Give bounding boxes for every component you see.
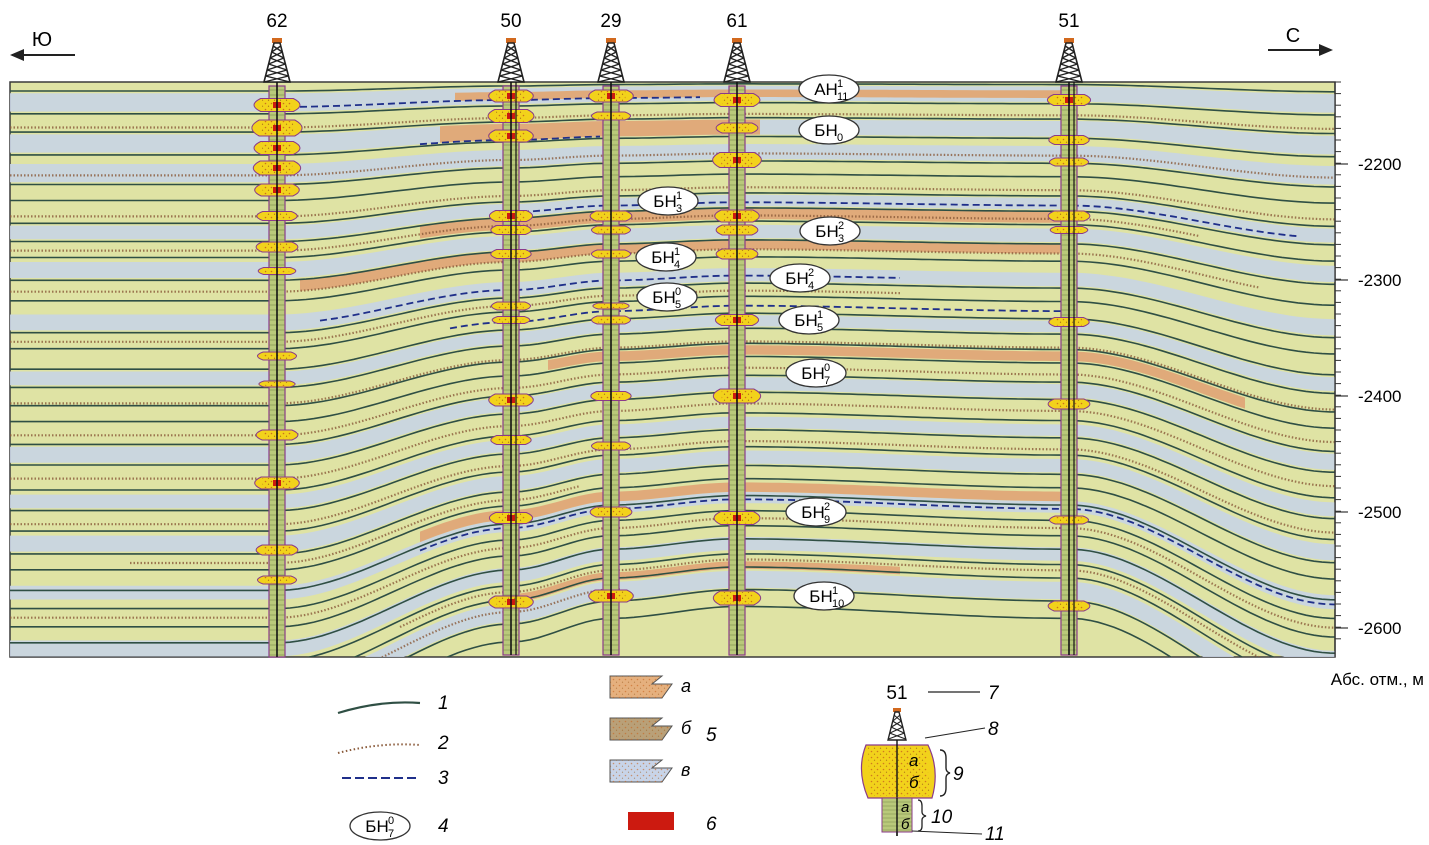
legend-number: 6 bbox=[706, 814, 717, 835]
depth-tick-label: -2300 bbox=[1358, 271, 1401, 290]
legend-subletter: а bbox=[901, 799, 909, 816]
legend-brace bbox=[940, 750, 950, 796]
stratum-superscript: 1 bbox=[674, 246, 680, 258]
well-number: 51 bbox=[1058, 11, 1079, 32]
legend-number: 1 bbox=[438, 693, 449, 714]
stratum-subscript: 5 bbox=[817, 322, 823, 334]
legend-number: 11 bbox=[985, 824, 1005, 845]
stratum-subscript: 4 bbox=[808, 280, 814, 292]
legend-number: 9 bbox=[953, 764, 964, 785]
stratum-superscript: 2 bbox=[824, 501, 830, 513]
legend-subletter: а bbox=[681, 676, 691, 696]
stratum-subscript: 10 bbox=[832, 598, 844, 610]
derrick-icon bbox=[598, 38, 624, 82]
stratum-subscript: 3 bbox=[676, 203, 682, 215]
derrick-icon bbox=[724, 38, 750, 82]
legend-subletter: б bbox=[681, 718, 692, 738]
derrick-icon bbox=[498, 38, 524, 82]
depth-axis-label: Абс. отм., м bbox=[1331, 670, 1424, 689]
stratum-name: БН bbox=[809, 587, 832, 606]
legend-number: 10 bbox=[931, 807, 953, 828]
stratum-name: БН bbox=[653, 192, 676, 211]
stratum-superscript: 1 bbox=[676, 190, 682, 202]
stratum-superscript: 1 bbox=[817, 309, 823, 321]
legend-well-number: 51 bbox=[886, 683, 907, 704]
legend-dotted-line bbox=[338, 744, 420, 753]
stratum-superscript: 0 bbox=[824, 362, 830, 374]
well-number: 61 bbox=[726, 11, 747, 32]
legend-derrick-icon bbox=[888, 708, 906, 740]
direction-north-label: С bbox=[1286, 25, 1300, 47]
legend-brace bbox=[918, 800, 926, 831]
well-number: 50 bbox=[500, 11, 521, 32]
legend-number: 4 bbox=[438, 816, 449, 837]
stratum-superscript: 1 bbox=[837, 78, 843, 90]
stratum-name: БН bbox=[651, 248, 674, 267]
legend-subletter: б bbox=[901, 816, 910, 833]
stratum-name: БН bbox=[794, 311, 817, 330]
stratum-name: БН bbox=[814, 121, 837, 140]
depth-axis: -2200 -2300 -2400 -2500 -2600 bbox=[1335, 82, 1401, 657]
stratum-name: БН bbox=[815, 222, 838, 241]
legend-number: 2 bbox=[437, 733, 449, 754]
depth-tick-label: -2200 bbox=[1358, 155, 1401, 174]
stratum-name: АН bbox=[814, 80, 838, 99]
direction-south: Ю bbox=[10, 29, 75, 61]
stratum-subscript: 9 bbox=[824, 514, 830, 526]
stratum-superscript: 0 bbox=[675, 286, 681, 298]
stratum-label: АН111 bbox=[799, 75, 859, 103]
well-number: 29 bbox=[600, 11, 621, 32]
depth-tick-label: -2400 bbox=[1358, 387, 1401, 406]
legend-subletter: а bbox=[909, 751, 918, 770]
direction-south-label: Ю bbox=[32, 29, 52, 51]
stratum-name: БН bbox=[652, 288, 675, 307]
direction-north: С bbox=[1268, 25, 1333, 56]
stratum-superscript: 2 bbox=[838, 220, 844, 232]
stratum-name: БН bbox=[801, 364, 824, 383]
legend-number: 7 bbox=[988, 683, 1000, 704]
derrick-icon bbox=[1056, 38, 1082, 82]
stratum-subscript: 11 bbox=[837, 91, 848, 103]
stratum-subscript: 5 bbox=[675, 299, 681, 311]
derrick-icon bbox=[264, 38, 290, 82]
well-number: 62 bbox=[266, 11, 287, 32]
depth-tick-label: -2500 bbox=[1358, 503, 1401, 522]
legend-boundary-line bbox=[338, 702, 420, 713]
legend-number: 3 bbox=[438, 768, 449, 789]
legend-saturation-swatch bbox=[628, 812, 674, 830]
stratum-superscript: 2 bbox=[808, 267, 814, 279]
stratum-superscript: 1 bbox=[832, 585, 838, 597]
legend-number: 8 bbox=[988, 719, 999, 740]
legend: 123БН074абв565178аб9аб1011 bbox=[338, 676, 1005, 845]
stratum-subscript: 4 bbox=[674, 259, 680, 271]
stratum-subscript: 7 bbox=[824, 375, 830, 387]
stratum-subscript: 3 bbox=[838, 233, 844, 245]
stratum-name: БН bbox=[365, 817, 388, 836]
stratum-subscript: 7 bbox=[388, 828, 394, 840]
stratum-name: БН bbox=[801, 503, 824, 522]
legend-subletter: в bbox=[681, 760, 690, 780]
legend-subletter: б bbox=[909, 773, 920, 792]
legend-stratum-label: БН07 bbox=[350, 812, 410, 840]
stratum-subscript: 0 bbox=[837, 132, 843, 144]
stratum-name: БН bbox=[785, 269, 808, 288]
stratum-superscript: 0 bbox=[388, 815, 394, 827]
legend-number: 5 bbox=[706, 725, 717, 746]
depth-tick-label: -2600 bbox=[1358, 619, 1401, 638]
